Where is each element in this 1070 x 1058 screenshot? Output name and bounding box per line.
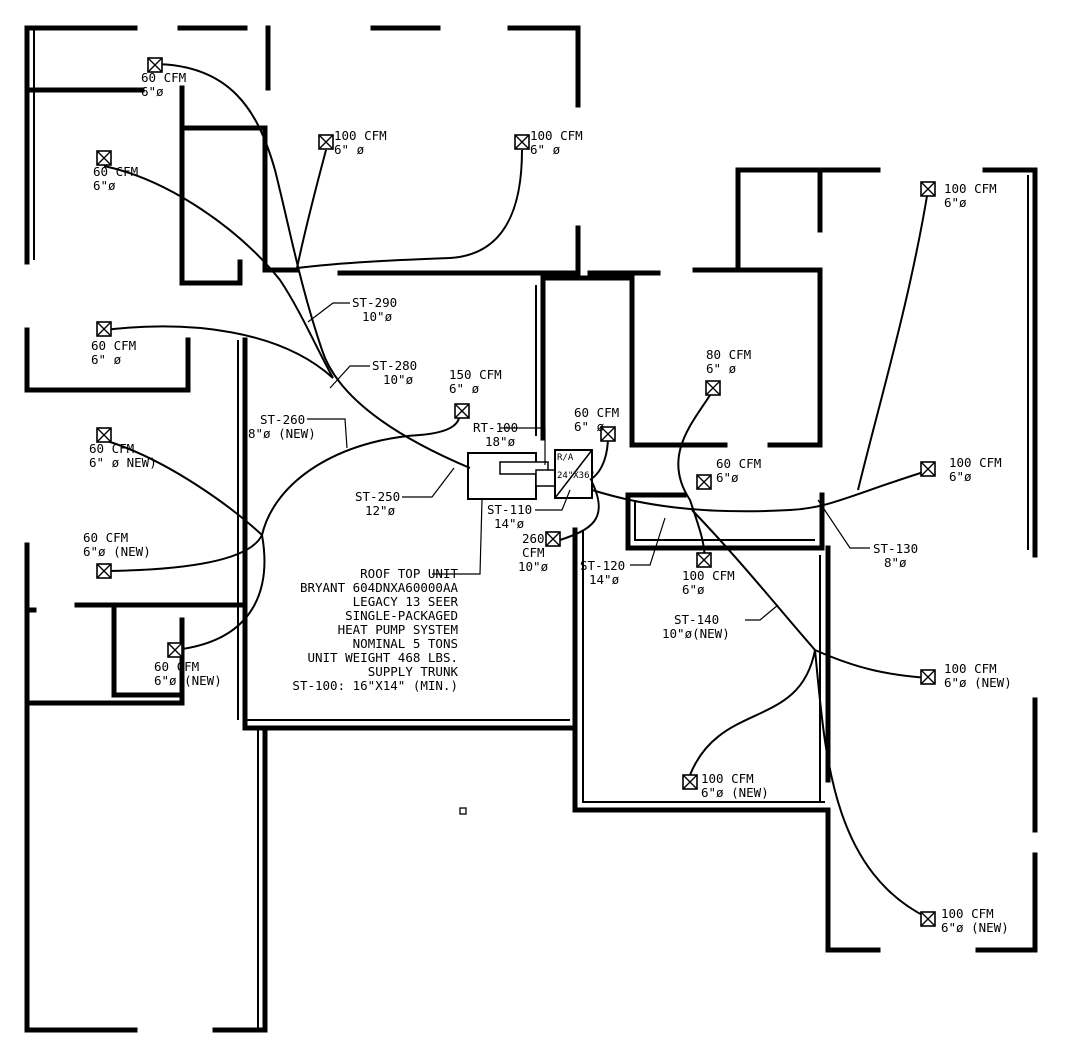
diffuser-symbol	[920, 181, 936, 197]
rtu-note: ST-100: 16"X14" (MIN.)	[292, 678, 458, 693]
diffuser-symbol	[545, 531, 561, 547]
rtu-note: SUPPLY TRUNK	[368, 664, 459, 679]
column-marker	[459, 807, 467, 815]
diffuser-symbol	[147, 57, 163, 73]
diffuser-symbol	[705, 380, 721, 396]
diffuser-symbol	[96, 321, 112, 337]
rtu-note: HEAT PUMP SYSTEM	[338, 622, 458, 637]
diffuser-symbol	[96, 427, 112, 443]
diffuser-symbol	[167, 642, 183, 658]
rtu-note: ROOF TOP UNIT	[360, 566, 458, 581]
diffuser-symbol	[514, 134, 530, 150]
rtu-note: UNIT WEIGHT 468 LBS.	[307, 650, 458, 665]
diffuser-symbols	[96, 57, 936, 927]
rtu-notes: ROOF TOP UNIT BRYANT 604DNXA60000AA LEGA…	[292, 566, 458, 693]
rtu-note: NOMINAL 5 TONS	[353, 636, 458, 651]
diffuser-symbol	[920, 461, 936, 477]
walls	[24, 25, 1038, 1033]
diffuser-symbol	[920, 911, 936, 927]
rtu-note: LEGACY 13 SEER	[353, 594, 459, 609]
diffuser-symbol	[454, 403, 470, 419]
wall-thin-lines	[33, 30, 1029, 1030]
diffuser-symbol	[920, 669, 936, 685]
leader-lines	[307, 302, 870, 621]
return-air-label: R/A	[557, 453, 574, 463]
duct-runs	[103, 63, 931, 919]
diffuser-symbol	[696, 552, 712, 568]
diffuser-symbol	[682, 774, 698, 790]
diffuser-symbol	[318, 134, 334, 150]
rtu-note: SINGLE-PACKAGED	[345, 608, 458, 623]
diffuser-symbol	[96, 563, 112, 579]
diffuser-symbol	[96, 150, 112, 166]
rtu-note: BRYANT 604DNXA60000AA	[300, 580, 459, 595]
roof-top-unit	[467, 449, 593, 500]
plenum-size-label: 24"X36"	[557, 471, 595, 481]
diffuser-symbol	[600, 426, 616, 442]
diffuser-symbol	[696, 474, 712, 490]
